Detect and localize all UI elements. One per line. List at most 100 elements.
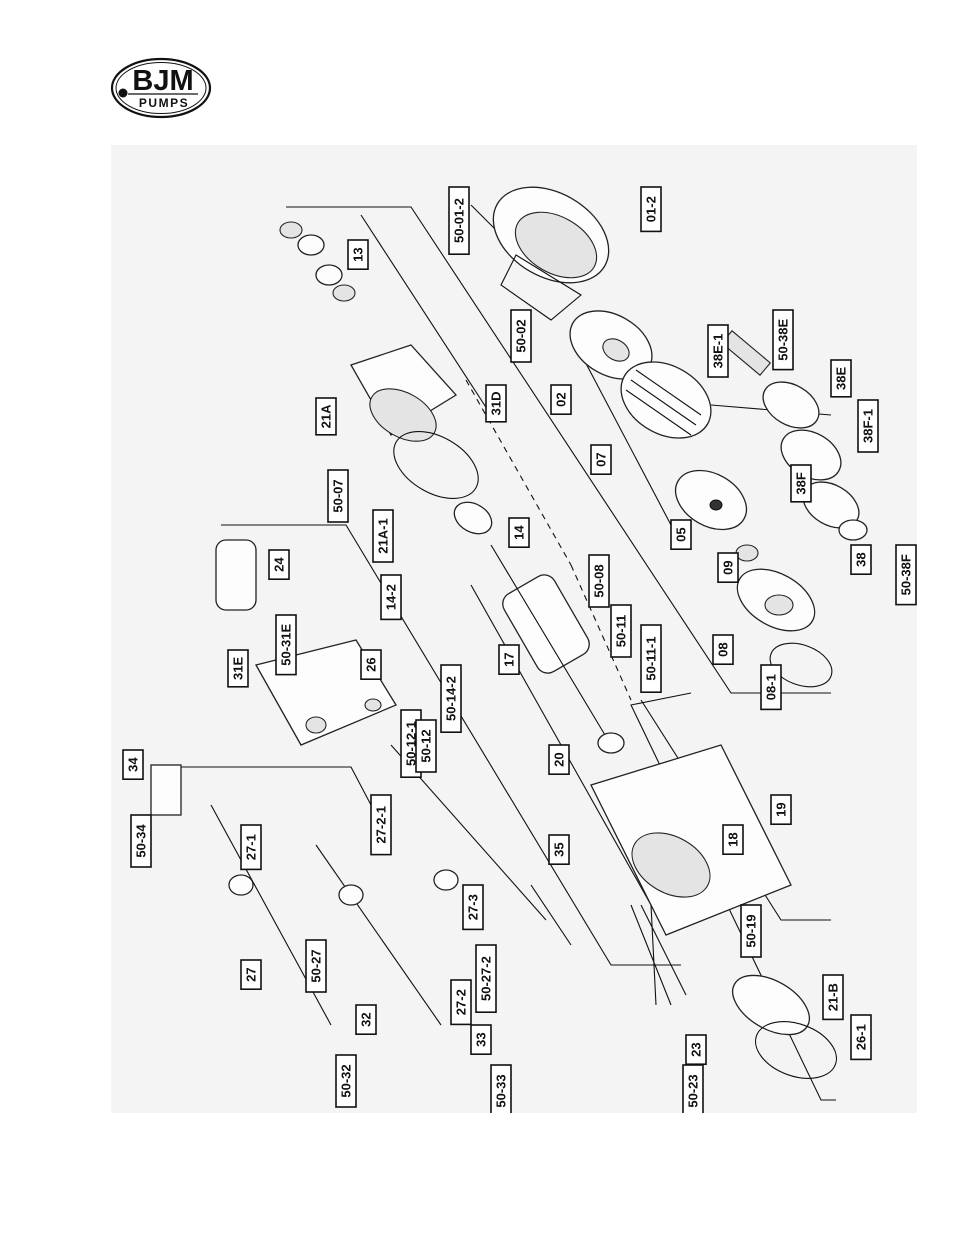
callout-02: 02 [550, 384, 572, 416]
part-34-bracket [150, 764, 182, 816]
callout-38e: 38E [830, 359, 852, 398]
callout-label: 31E [231, 657, 246, 680]
callout-label: 50-08 [592, 564, 607, 597]
callout-50-38e: 50-38E [772, 309, 794, 371]
callout-50-27: 50-27 [305, 939, 327, 993]
part-02-wear-plate [569, 310, 653, 380]
callout-label: 23 [689, 1042, 704, 1056]
callout-label: 50-38F [899, 554, 914, 595]
callout-label: 50-01-2 [452, 198, 467, 243]
callout-label: 14 [512, 525, 527, 540]
callout-label: 38E [834, 367, 849, 390]
callout-label: 50-14-2 [444, 676, 459, 721]
callout-label: 21A-1 [376, 518, 391, 553]
logo-sub-text: PUMPS [139, 96, 189, 110]
callout-label: 27-1 [244, 834, 259, 860]
callout-label: 50-12-1 [404, 721, 419, 766]
callout-31d: 31D [485, 384, 507, 423]
exploded-parts-diagram: 50-01-2 01-2 13 50-02 02 21A 31D 50-07 21A-1 07 38… [111, 145, 917, 1118]
callout-32: 32 [355, 1004, 377, 1036]
part-01-2-volute [492, 186, 610, 321]
part-07-diffuser [620, 361, 712, 439]
callout-label: 14-2 [384, 584, 399, 610]
part-18-stator [590, 744, 792, 1006]
callout-27-2: 27-2 [450, 979, 472, 1026]
callout-label: 26-1 [854, 1024, 869, 1050]
callout-09: 09 [717, 552, 739, 584]
callout-13: 13 [347, 239, 369, 271]
callout-07: 07 [590, 444, 612, 476]
callout-50-08: 50-08 [588, 554, 610, 608]
callout-27-1: 27-1 [240, 824, 262, 871]
callout-50-38f: 50-38F [895, 544, 917, 606]
callout-17: 17 [498, 644, 520, 676]
callout-label: 21A [319, 404, 334, 428]
callout-14: 14 [508, 517, 530, 549]
callout-50-01-2: 50-01-2 [448, 186, 470, 255]
part-17-rotor [490, 544, 612, 746]
callout-21a: 21A [315, 397, 337, 436]
callout-label: 38F [794, 472, 809, 494]
callout-50-07: 50-07 [327, 469, 349, 523]
callout-label: 50-33 [494, 1074, 509, 1107]
callout-label: 38E-1 [711, 334, 726, 369]
callout-20: 20 [548, 744, 570, 776]
callout-label: 38 [854, 552, 869, 566]
logo-brand-text: BJM [132, 65, 193, 97]
callout-27-3: 27-3 [462, 884, 484, 931]
callout-38e-1: 38E-1 [707, 324, 729, 378]
callout-label: 50-34 [134, 824, 149, 858]
callout-38f: 38F [790, 464, 812, 503]
part-14-bearing [453, 501, 493, 535]
callout-label: 38F-1 [861, 409, 876, 443]
callout-label: 27-2-1 [374, 806, 389, 844]
callout-50-32: 50-32 [335, 1054, 357, 1108]
callout-label: 50-23 [686, 1074, 701, 1107]
callout-label: 08 [716, 642, 731, 656]
callout-label: 50-27 [309, 949, 324, 982]
callout-50-31e: 50-31E [275, 614, 297, 676]
callout-26: 26 [360, 649, 382, 681]
callout-label: 02 [554, 392, 569, 406]
callout-50-11-1: 50-11-1 [640, 624, 662, 693]
callout-50-23: 50-23 [682, 1064, 704, 1118]
callout-label: 50-27-2 [479, 956, 494, 1001]
callout-08: 08 [712, 634, 734, 666]
part-08-seal-plate [736, 568, 816, 632]
callout-50-34: 50-34 [130, 814, 152, 868]
callout-label: 50-38E [776, 319, 791, 361]
callout-50-33: 50-33 [490, 1064, 512, 1118]
callout-label: 18 [726, 832, 741, 846]
callout-label: 07 [594, 452, 609, 466]
callout-14-2: 14-2 [380, 574, 402, 621]
part-21-B-lower-cover [732, 974, 838, 1079]
callout-50-02: 50-02 [510, 309, 532, 363]
part-21A-upper-housing [350, 344, 458, 442]
callout-33: 33 [470, 1024, 492, 1056]
callout-label: 27 [244, 967, 259, 981]
callout-38: 38 [850, 544, 872, 576]
callout-label: 20 [552, 752, 567, 766]
bjm-pumps-logo: BJM PUMPS [110, 57, 212, 119]
callout-18: 18 [722, 824, 744, 856]
callout-label: 50-11 [614, 615, 629, 648]
callout-label: 35 [552, 842, 567, 856]
callout-31e: 31E [227, 649, 249, 688]
part-08-1-o-ring [769, 642, 833, 688]
callout-50-12: 50-12 [415, 719, 437, 773]
callout-label: 08-1 [764, 674, 779, 700]
callout-34: 34 [122, 749, 144, 781]
callout-label: 19 [774, 802, 789, 816]
part-callouts: 50-01-2 01-2 13 50-02 02 21A 31D 50-07 21A-1 07 38… [122, 186, 917, 1118]
callout-label: 50-31E [279, 624, 294, 666]
callout-label: 13 [351, 247, 366, 261]
callout-26-1: 26-1 [850, 1014, 872, 1061]
part-27-cable-assemblies [210, 804, 459, 1026]
callout-label: 50-02 [514, 319, 529, 352]
callout-27-2-1: 27-2-1 [370, 794, 392, 856]
callout-label: 26 [364, 657, 379, 671]
callout-label: 27-2 [454, 989, 469, 1015]
callout-05: 05 [670, 519, 692, 551]
callout-01-2: 01-2 [640, 186, 662, 233]
callout-19: 19 [770, 794, 792, 826]
